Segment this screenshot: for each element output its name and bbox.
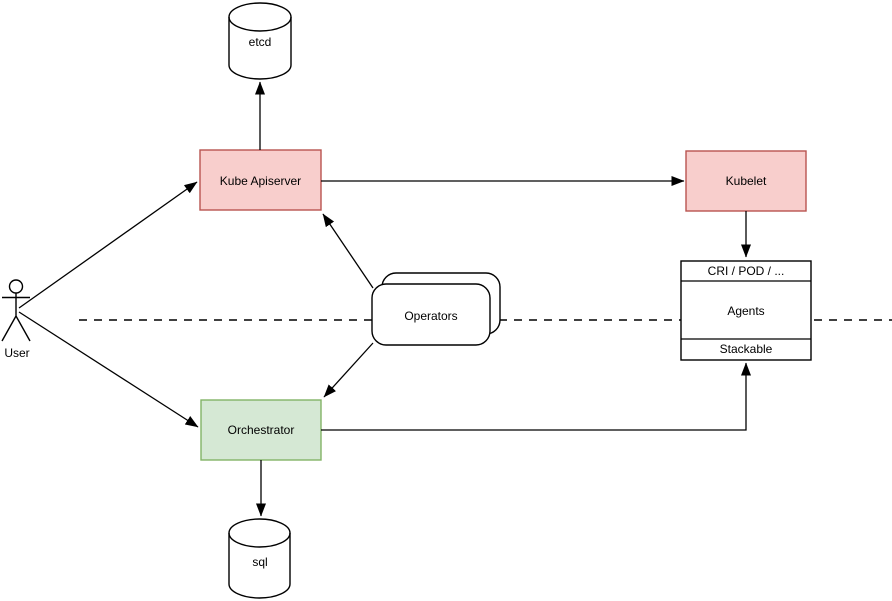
- actor-body: [1, 293, 31, 342]
- list-body-label: Agents: [727, 304, 764, 318]
- rect-shape: [685, 150, 807, 212]
- node-sql[interactable]: sql: [228, 518, 291, 599]
- node-label: etcd: [249, 35, 272, 49]
- edge-user-to-apiserver: [18, 181, 198, 309]
- node-etcd[interactable]: etcd: [228, 2, 292, 80]
- list-footer-label: Stackable: [720, 342, 773, 356]
- edge-operators-to-orchestrator: [323, 342, 374, 398]
- list-shape: [680, 260, 812, 361]
- rect-shape: [200, 399, 322, 461]
- node-label: Operators: [404, 309, 457, 323]
- cylinder-shape: [228, 518, 291, 599]
- node-label: Orchestrator: [228, 423, 295, 437]
- node-label: Kube Apiserver: [220, 174, 301, 188]
- edge-user-to-orchestrator: [18, 311, 199, 428]
- cylinder-lip: [228, 16, 292, 32]
- node-agents-stack[interactable]: CRI / POD / ... Agents Stackable: [680, 260, 812, 361]
- cylinder-lip: [228, 532, 291, 548]
- list-header-label: CRI / POD / ...: [708, 264, 785, 278]
- node-kubelet[interactable]: Kubelet: [685, 150, 807, 212]
- node-label: User: [4, 346, 29, 360]
- cylinder-shape: [228, 2, 292, 80]
- edges: [18, 81, 751, 517]
- node-label: sql: [252, 555, 267, 569]
- node-label: Kubelet: [726, 174, 767, 188]
- rect-shape: [199, 149, 322, 211]
- edge-operators-to-apiserver: [322, 213, 374, 289]
- node-user-actor[interactable]: User: [1, 279, 31, 360]
- stack-front-shape: [371, 283, 491, 346]
- node-orchestrator[interactable]: Orchestrator: [200, 399, 322, 461]
- actor-head: [8, 279, 24, 294]
- edge-orchestrator-to-stackable: [321, 362, 751, 431]
- node-operators[interactable]: Operators: [371, 272, 501, 346]
- node-kube-apiserver[interactable]: Kube Apiserver: [199, 149, 322, 211]
